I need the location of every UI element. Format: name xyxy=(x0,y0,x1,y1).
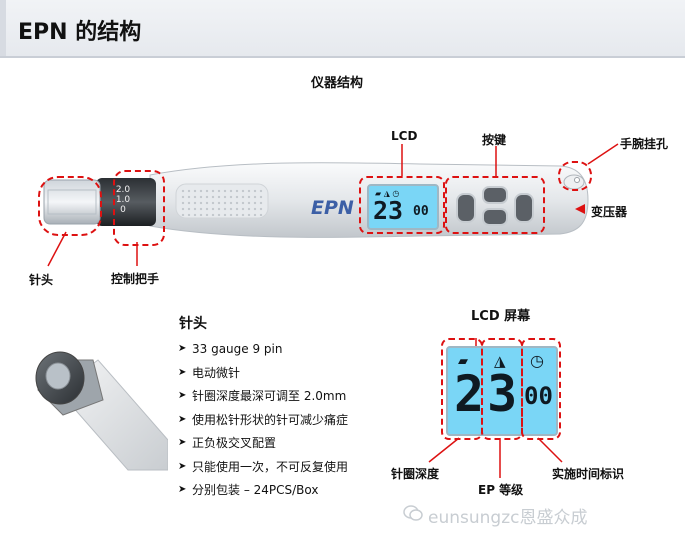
arrow-icon: ➤ xyxy=(178,343,187,355)
label-buttons: 按键 xyxy=(482,133,507,147)
header-divider xyxy=(0,56,685,58)
lcd-detail-small: 00 xyxy=(524,382,553,410)
arrow-icon: ➤ xyxy=(178,437,187,449)
feature-item: ➤正负极交叉配置 xyxy=(178,436,277,451)
transformer-arrow xyxy=(575,204,585,214)
page-title: EPN 的结构 xyxy=(18,20,142,45)
label-needle: 针头 xyxy=(29,273,54,287)
lcd-icons: ▰ ◮ ◷ xyxy=(375,189,400,198)
control-dial xyxy=(96,178,156,226)
label-depth: 针圈深度 xyxy=(391,467,440,481)
feature-item: ➤使用松针形状的针可减少痛症 xyxy=(178,412,349,427)
lcd-detail-title: LCD 屏幕 xyxy=(471,309,531,324)
arrow-icon: ➤ xyxy=(178,366,187,378)
arrow-icon: ➤ xyxy=(178,413,187,425)
label-lcd: LCD xyxy=(391,129,418,143)
ep-level-highlight xyxy=(481,338,523,440)
feature-item: ➤33 gauge 9 pin xyxy=(178,341,283,356)
label-wrist-hole: 手腕挂孔 xyxy=(620,137,669,151)
dial-scale: 2.0 1.0 0 xyxy=(113,185,133,215)
lcd-highlight xyxy=(359,176,445,234)
lcd-small-value: 00 xyxy=(413,204,429,219)
watermark-text: eunsungzc恩盛众成 xyxy=(428,508,588,528)
feature-item: ➤针圈深度最深可调至 2.0mm xyxy=(178,389,347,404)
label-transformer: 变压器 xyxy=(591,205,628,219)
feature-item: ➤电动微针 xyxy=(178,365,241,380)
dial-number: 0 xyxy=(120,205,126,215)
lcd-detail-value: 23 xyxy=(454,365,521,423)
dial-number: 2.0 xyxy=(115,185,131,195)
wechat-icon xyxy=(403,505,423,521)
lcd-detail-screen: ▰ ◮ ◷ 23 00 xyxy=(446,346,558,436)
needle-highlight xyxy=(38,176,102,236)
header-bar xyxy=(0,0,685,56)
lcd-value: 23 xyxy=(373,196,404,225)
clock-icon: ◷ xyxy=(530,351,544,370)
depth-icon: ▰ xyxy=(458,354,468,369)
device-button-left[interactable] xyxy=(456,193,476,223)
device-lcd: ▰ ◮ ◷ 23 00 xyxy=(367,184,439,230)
label-control-dial: 控制把手 xyxy=(111,272,160,286)
device-button-right[interactable] xyxy=(514,193,534,223)
feature-item: ➤分别包装 – 24PCS/Box xyxy=(178,483,319,498)
needle-closeup-image xyxy=(35,351,168,471)
arrow-icon: ➤ xyxy=(178,460,187,472)
wrist-hole-highlight xyxy=(558,161,592,191)
needle-section-title: 针头 xyxy=(179,316,207,332)
buttons-highlight xyxy=(445,176,545,234)
header-accent xyxy=(0,0,6,56)
depth-highlight xyxy=(441,338,483,440)
device-button-bottom[interactable] xyxy=(482,208,508,226)
timer-highlight xyxy=(521,338,561,440)
arrow-icon: ➤ xyxy=(178,390,187,402)
arrow-icon: ➤ xyxy=(178,484,187,496)
feature-item: ➤只能使用一次，不可反复使用 xyxy=(178,459,349,474)
label-timer: 实施时间标识 xyxy=(552,467,625,481)
device-section-title: 仪器结构 xyxy=(311,76,364,91)
needle-feature-list: ➤33 gauge 9 pin ➤电动微针 ➤针圈深度最深可调至 2.0mm ➤… xyxy=(178,337,348,502)
brand-logo: EPN xyxy=(311,197,354,219)
label-ep-level: EP 等级 xyxy=(478,483,524,497)
grip-dots xyxy=(180,188,264,216)
device-button-top[interactable] xyxy=(482,186,508,204)
dial-number: 1.0 xyxy=(115,195,131,205)
ep-level-icon: ◮ xyxy=(494,352,506,370)
dial-highlight xyxy=(113,170,165,246)
button-panel xyxy=(452,186,534,226)
